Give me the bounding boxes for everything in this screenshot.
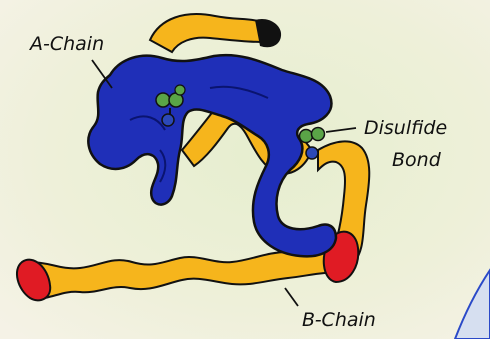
b-chain-label: B-Chain [302, 309, 376, 331]
a-chain-label: A-Chain [28, 33, 104, 55]
disulfide-label-line2: Bond [392, 149, 442, 171]
disulfide-label-line1: Disulfide [364, 117, 447, 139]
